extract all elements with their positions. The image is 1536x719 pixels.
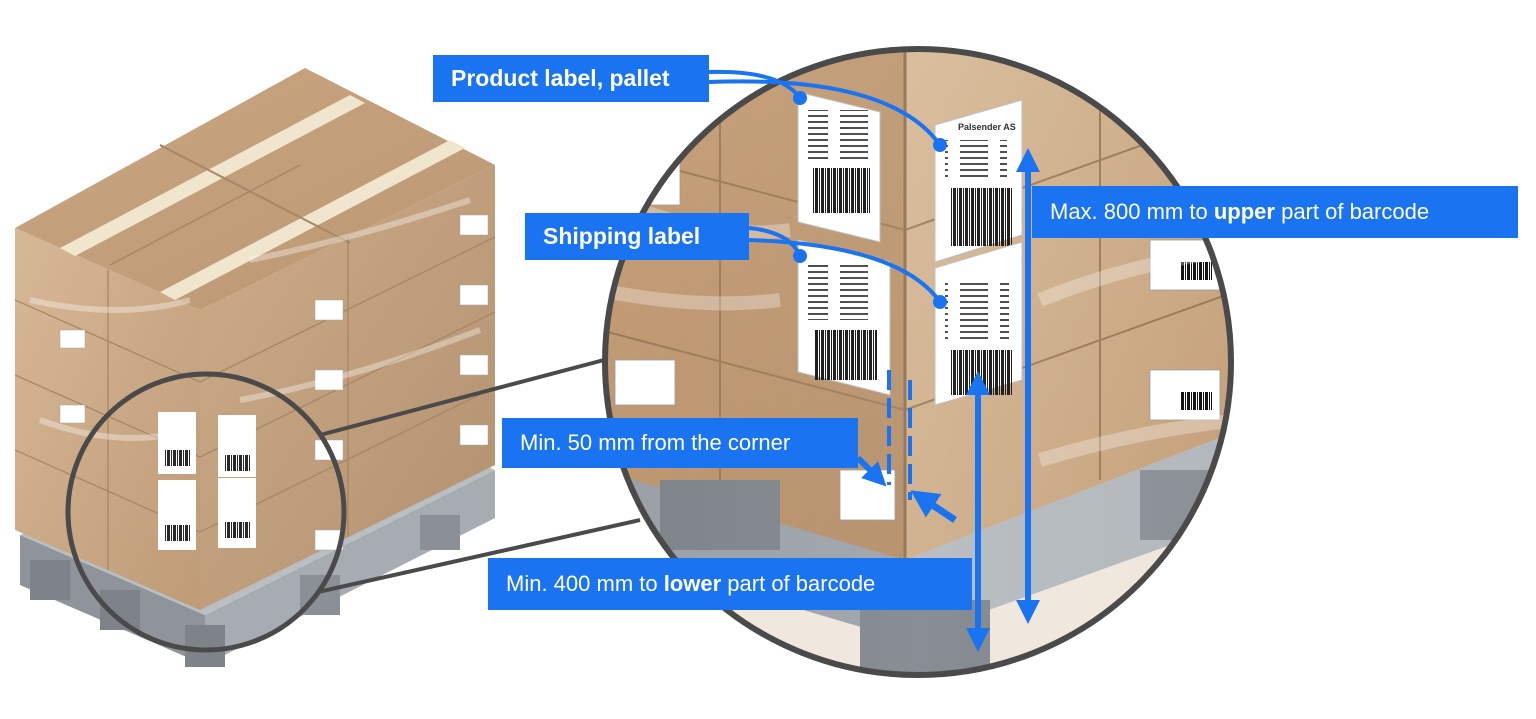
corner-distance-text: Min. 50 mm from the corner xyxy=(520,430,791,455)
min-height-prefix: Min. 400 mm to xyxy=(506,571,664,596)
small-zoom-ring xyxy=(65,371,347,653)
annotation-dots xyxy=(793,91,947,309)
product-label-text: Product label, pallet xyxy=(451,65,670,91)
product-label-callout: Product label, pallet xyxy=(433,55,709,102)
min-height-suffix: part of barcode xyxy=(721,571,876,596)
shipping-label-dot-left xyxy=(793,249,807,263)
product-label-leader-right xyxy=(708,79,942,147)
shipping-label-text: Shipping label xyxy=(543,223,701,249)
max-height-suffix: part of barcode xyxy=(1274,199,1430,224)
small-product-labels xyxy=(158,412,256,550)
pallet-overview xyxy=(14,68,496,667)
shipping-label-dot-right xyxy=(933,295,947,309)
max-height-bold: upper xyxy=(1213,199,1275,224)
shipping-label-callout: Shipping label xyxy=(525,213,749,260)
max-height-prefix: Max. 800 mm to xyxy=(1050,199,1214,224)
large-zoom-ring xyxy=(602,46,1234,678)
annotation-lines xyxy=(708,69,942,500)
corner-arrow-left xyxy=(855,455,887,487)
product-label-dot-right xyxy=(933,138,947,152)
corner-distance-callout: Min. 50 mm from the corner xyxy=(502,418,858,468)
zoom-connector-top xyxy=(319,358,605,437)
product-label-leader-left xyxy=(708,69,802,100)
shipping-label-leader-right xyxy=(748,238,942,304)
min-height-callout: Min. 400 mm to lower part of barcode xyxy=(488,558,972,610)
min-height-bold: lower xyxy=(663,571,722,596)
zoom-connector-bottom xyxy=(317,518,641,594)
product-label-dot-left xyxy=(793,91,807,105)
max-height-callout: Max. 800 mm to upper part of barcode xyxy=(1032,186,1518,238)
corner-arrow-right xyxy=(910,490,957,523)
